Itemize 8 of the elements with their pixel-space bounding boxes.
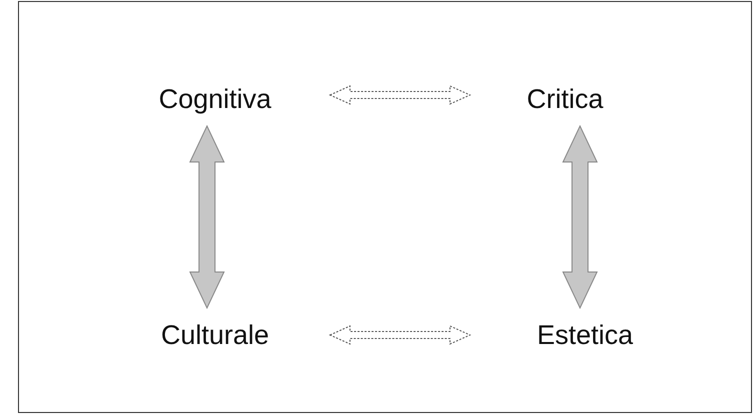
node-label: Estetica <box>536 320 634 350</box>
node-label: Cognitiva <box>158 84 272 114</box>
node-label: Critica <box>526 84 604 114</box>
dashed-double-arrow <box>328 325 472 345</box>
node-label: Culturale <box>160 320 270 350</box>
dashed-double-arrow <box>328 85 472 105</box>
block-double-arrow <box>189 124 225 310</box>
block-double-arrow <box>562 124 598 310</box>
